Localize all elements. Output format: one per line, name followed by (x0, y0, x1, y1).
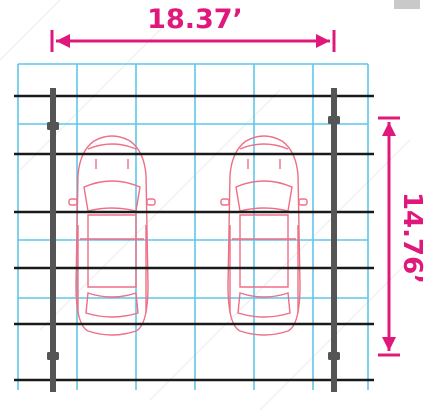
car-mirror (220, 198, 230, 206)
car-windshield (235, 180, 293, 212)
framing-grid (17, 63, 369, 390)
car-rear-window (85, 292, 139, 318)
car-mirror (298, 198, 308, 206)
car-hood (87, 143, 137, 150)
depth-arrow-bottom (382, 337, 396, 351)
car-roof (239, 214, 289, 288)
width-arrow-left (56, 34, 70, 48)
car-left (68, 135, 156, 336)
width-arrow-right (316, 34, 330, 48)
car-hood (239, 143, 289, 150)
depth-arrow-top (382, 122, 396, 136)
depth-dimension-label: 14.76’ (397, 192, 427, 284)
depth-dimension (378, 116, 400, 357)
width-dimension (50, 30, 336, 52)
car-windshield (83, 180, 141, 212)
car-rear-window (237, 292, 291, 318)
support-post-right (328, 88, 340, 392)
car-mirror (68, 198, 78, 206)
car-right (220, 135, 308, 336)
car-roof (87, 214, 137, 288)
width-dimension-label: 18.37’ (147, 4, 243, 35)
parked-cars (68, 135, 308, 336)
support-post-left (47, 88, 59, 392)
car-mirror (146, 198, 156, 206)
roof-rails (14, 94, 374, 382)
support-posts (47, 88, 340, 392)
corner-tab (394, 0, 420, 9)
